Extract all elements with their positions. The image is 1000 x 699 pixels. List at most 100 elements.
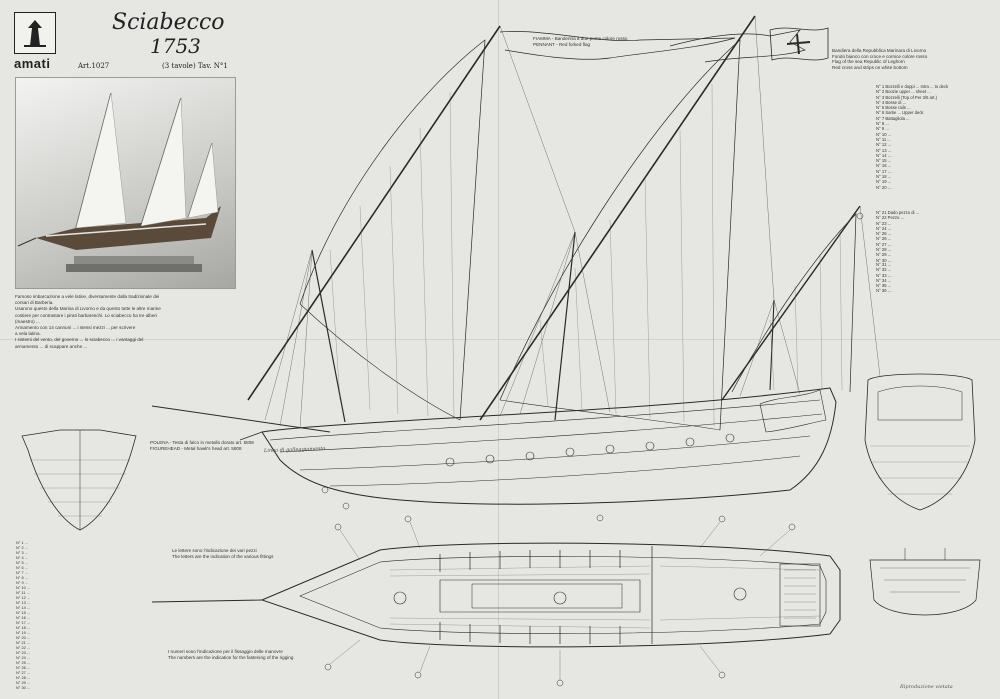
legend-item: N° 30 ...: [876, 257, 892, 263]
note-line: POLENA - Testa di falco in metallo dorat…: [150, 440, 254, 445]
numbers-note: I numeri sono l'indicazione per il fissa…: [168, 649, 293, 660]
ship-description: Famoso imbarcazione a vele latine, diver…: [15, 294, 240, 350]
fold-line-horizontal: [0, 339, 1000, 340]
legend-item: N° 19 ...: [876, 179, 892, 185]
legend-item: N° 29 ...: [876, 252, 892, 258]
legend-item: N° 15 ...: [16, 610, 31, 615]
legend-item: N° 25 ...: [876, 231, 892, 237]
description-line: costiere per contrastare i pirati barbar…: [15, 312, 157, 318]
note-line: FIGUREHEAD - Metal hawk's head art. 5808: [150, 445, 242, 451]
description-line: Famoso imbarcazione a vele latine, diver…: [15, 294, 160, 299]
description-line: (maestro) ...: [15, 318, 40, 324]
legend-item: N° 19 ...: [16, 630, 31, 635]
legend-item: N° 2 Boozie upper ... sheet ...: [876, 89, 931, 95]
letters-note: Le lettere sono l'indicazione dei vari p…: [172, 548, 273, 559]
legend-item: N° 18 ...: [876, 174, 892, 180]
legend-item: N° 12 ...: [16, 595, 31, 600]
legend-item: N° 20 ...: [876, 184, 892, 190]
legend-item: N° 4 ...: [16, 555, 28, 560]
legend-item: N° 14 ...: [876, 152, 892, 158]
plan-title: Sciabecco: [112, 10, 225, 35]
description-line: corsari di Barberia.: [15, 300, 54, 306]
legend-item: N° 27 ...: [876, 241, 892, 247]
legend-item: N° 11 ...: [16, 590, 30, 595]
legend-item: N° 17 ...: [876, 168, 892, 174]
legend-item: N° 21 Dado pezzo di ...: [876, 210, 920, 215]
note-line: PENNANT - Red forked flag: [533, 41, 591, 47]
legend-item: N° 1 ...: [16, 540, 28, 545]
legend-item: N° 31 ...: [876, 262, 892, 267]
legend-item: N° 16 ...: [876, 163, 892, 169]
logo-emblem-icon: [14, 12, 56, 54]
legend-item: N° 23 ...: [16, 650, 31, 655]
legend-item: N° 29 ...: [16, 680, 31, 685]
legend-item: N° 4 Bosse di ...: [876, 99, 907, 105]
legend-item: N° 8 ...: [876, 121, 889, 127]
note-line: The letters are the indication of the va…: [172, 553, 274, 559]
legend-item: N° 12 ...: [876, 142, 892, 148]
livorno-flag-note: Bandiera della Repubblica Marinara di Li…: [832, 48, 927, 70]
legend-item: N° 2 ...: [16, 545, 28, 550]
note-line: Flag of the sea Republic of Leghorn: [832, 59, 905, 64]
description-line: Armamento con 14 cannoni ... i stessi me…: [15, 325, 136, 331]
legend-item: N° 28 ...: [16, 675, 31, 680]
rigging-legend-lower: N° 31 ... N° 32 ... N° 33 ... N° 34 ... …: [876, 262, 994, 294]
legend-item: N° 20 ...: [16, 635, 31, 640]
legend-item: N° 9 ...: [16, 580, 28, 585]
legend-item: N° 3 ...: [16, 550, 28, 555]
legend-item: N° 18 ...: [16, 625, 31, 630]
legend-item: N° 7 Battagliola ...: [876, 115, 910, 121]
note-line: Le lettere sono l'indicazione dei vari p…: [172, 548, 257, 553]
note-line: Red cross and strips on white bottom: [832, 64, 908, 70]
legend-item: N° 13 ...: [876, 147, 892, 153]
rigging-legend-middle: N° 21 Dado pezzo di ... N° 22 Pezzo ... …: [876, 210, 994, 263]
description-line: I sistemi del vento, del governo ... lo …: [15, 337, 144, 343]
legend-item: N° 35 ...: [876, 283, 892, 289]
description-line: Usarono questo della Marina di Livorno e…: [15, 306, 161, 312]
note-line: Bandiera della Repubblica Marinara di Li…: [832, 48, 927, 53]
legend-item: N° 22 Pezzo ...: [876, 215, 904, 221]
note-line: I numeri sono l'indicazione per il fissa…: [168, 649, 283, 654]
legend-item: N° 33 ...: [876, 272, 892, 278]
legend-item: N° 6 ...: [16, 565, 28, 570]
fittings-legend-left: N° 1 ... N° 2 ... N° 3 ... N° 4 ... N° 5…: [16, 540, 146, 690]
legend-item: N° 13 ...: [16, 600, 31, 605]
legend-item: N° 10 ...: [16, 585, 31, 590]
legend-item: N° 26 ...: [876, 236, 892, 242]
legend-item: N° 6 Sartie ... Upper deck: [876, 110, 924, 116]
legend-item: N° 26 ...: [16, 665, 31, 670]
legend-item: N° 5 Bosse rails ...: [876, 105, 911, 111]
legend-item: N° 5 ...: [16, 560, 28, 565]
note-line: Fondo bianco con croce e cornice colore …: [832, 53, 928, 59]
sheet-number: (3 tavole) Tav. N°1: [162, 62, 228, 70]
plan-year: 1753: [150, 34, 201, 58]
legend-item: N° 36 ...: [876, 288, 892, 294]
legend-item: N° 17 ...: [16, 620, 31, 625]
note-line: The numbers are the indication for the f…: [168, 654, 294, 660]
legend-item: N° 34 ...: [876, 277, 892, 283]
legend-item: N° 28 ...: [876, 247, 892, 253]
legend-item: N° 32 ...: [876, 267, 892, 273]
legend-item: N° 24 ...: [16, 655, 31, 660]
legend-item: N° 25 ...: [16, 660, 31, 665]
legend-item: N° 1 Bozzelli e doppi ... Intra ... to d…: [876, 84, 949, 89]
brand-name: amati: [14, 56, 51, 71]
legend-item: N° 23 ...: [876, 220, 892, 226]
legend-item: N° 10 ...: [876, 131, 892, 137]
model-photo: [15, 77, 236, 289]
legend-item: N° 14 ...: [16, 605, 31, 610]
legend-item: N° 9 ...: [876, 126, 889, 132]
figurehead-note: POLENA - Testa di falco in metallo dorat…: [150, 440, 254, 451]
legend-item: N° 30 ...: [16, 685, 31, 690]
legend-item: N° 11 ...: [876, 136, 891, 142]
legend-item: N° 7 ...: [16, 570, 28, 575]
article-number: Art.1027: [78, 62, 110, 70]
legend-item: N° 21 ...: [16, 640, 31, 645]
amati-logo: amati: [14, 12, 56, 71]
legend-item: N° 22 ...: [16, 645, 31, 650]
rigging-legend-top: N° 1 Bozzelli e doppi ... Intra ... to d…: [876, 84, 994, 190]
legend-item: N° 24 ...: [876, 225, 892, 231]
description-line: armamento ... di scappare anche ...: [15, 343, 88, 349]
